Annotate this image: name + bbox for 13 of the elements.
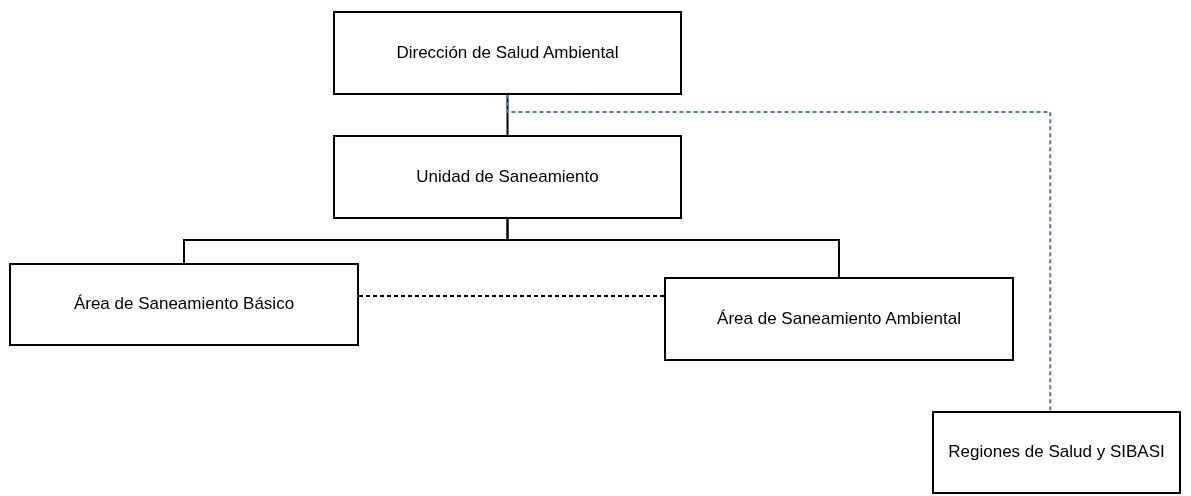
org-box — [664, 277, 1014, 361]
box-label: Área de Saneamiento Básico — [73, 293, 295, 316]
org-box — [932, 411, 1181, 494]
org-box — [9, 263, 359, 346]
connector-line — [358, 295, 665, 297]
box-label: Regiones de Salud y SIBASI — [948, 441, 1165, 464]
org-box — [333, 135, 682, 219]
connector-line — [506, 94, 1052, 412]
box-label: Unidad de Saneamiento — [416, 165, 599, 188]
box-label: Dirección de Salud Ambiental — [396, 41, 619, 64]
org-box — [333, 11, 682, 95]
box-label: Área de Saneamiento Ambiental — [717, 307, 961, 330]
connector-line — [506, 218, 840, 278]
